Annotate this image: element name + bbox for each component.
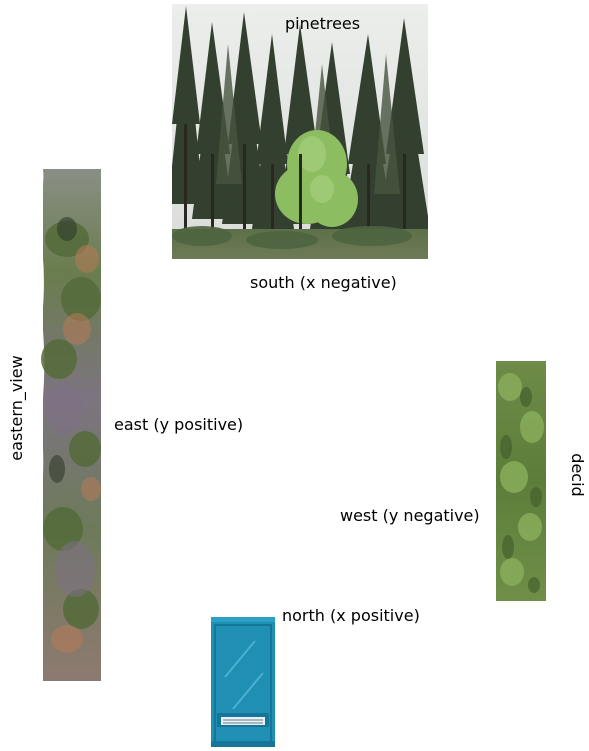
pinetrees-image xyxy=(172,4,428,259)
north-label: north (x positive) xyxy=(282,606,420,625)
eastern-view-label: eastern_view xyxy=(7,355,26,461)
south-label: south (x negative) xyxy=(250,273,397,292)
west-label: west (y negative) xyxy=(340,506,480,525)
east-label: east (y positive) xyxy=(114,415,244,434)
decid-image xyxy=(496,357,552,605)
pinetrees-label: pinetrees xyxy=(285,14,361,33)
decid-label: decid xyxy=(568,453,587,497)
north-door-image xyxy=(211,617,275,747)
eastern-view-image xyxy=(37,169,101,681)
